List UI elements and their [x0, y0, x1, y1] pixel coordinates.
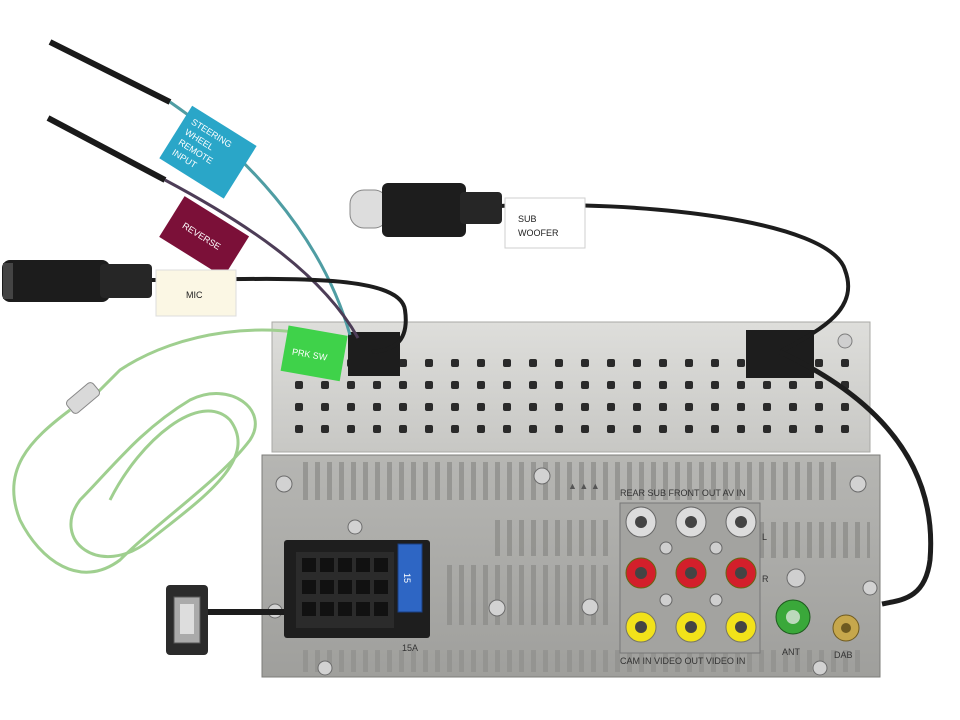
rear-chassis: ▲ ▲ ▲: [261, 454, 881, 678]
rca-side-r-label: R: [762, 574, 769, 584]
top-bracket: [271, 321, 871, 453]
dab-label: DAB: [834, 650, 853, 660]
screw-icon: [709, 593, 723, 607]
subwoofer-tag: SUB WOOFER: [504, 197, 586, 249]
fuse-value-label: 15: [402, 573, 412, 583]
rca-red-row: [625, 557, 757, 589]
screw-icon: [849, 475, 867, 493]
rca-panel: REAR SUB FRONT OUT AV IN CAM IN VIDEO OU…: [619, 488, 769, 666]
antenna-label: ANT: [782, 647, 801, 657]
fuse: [397, 543, 423, 613]
screw-icon: [786, 568, 806, 588]
screw-icon: [347, 519, 363, 535]
rca-white-row: [625, 506, 757, 538]
steering-wheel-tag: STEERING WHEEL REMOTE INPUT: [159, 105, 257, 199]
screw-icon: [581, 598, 599, 616]
screw-icon: [659, 593, 673, 607]
svg-text:▲ ▲ ▲: ▲ ▲ ▲: [568, 481, 600, 491]
prk-sw-tag: PRK SW: [280, 325, 348, 382]
sub-label-2: WOOFER: [518, 228, 559, 238]
screw-icon: [709, 541, 723, 555]
screw-icon: [317, 660, 333, 676]
wire-grommet-left: [348, 332, 400, 376]
screw-icon: [812, 660, 828, 676]
screw-icon: [533, 467, 551, 485]
mic-tag: MIC: [155, 269, 237, 317]
iso-connector: 15 15A: [284, 540, 430, 653]
rca-side-l-label: L: [762, 532, 767, 542]
screw-icon: [862, 580, 878, 596]
usb-connector: [166, 585, 284, 655]
antenna-jack: ANT: [775, 599, 811, 657]
screw-icon: [837, 333, 853, 349]
mic-plug: [2, 260, 152, 302]
mic-label: MIC: [186, 290, 203, 300]
rca-bottom-label: CAM IN VIDEO OUT VIDEO IN: [620, 656, 745, 666]
rca-top-label: REAR SUB FRONT OUT AV IN: [620, 488, 746, 498]
subwoofer-plug: [349, 183, 934, 607]
screw-icon: [275, 475, 293, 493]
rca-yellow-row: [625, 611, 757, 643]
reverse-tag: REVERSE: [159, 196, 250, 278]
sub-label-1: SUB: [518, 214, 537, 224]
screw-icon: [488, 599, 506, 617]
fuse-rating-label: 15A: [402, 643, 418, 653]
screw-icon: [659, 541, 673, 555]
dab-jack: DAB: [832, 614, 860, 660]
